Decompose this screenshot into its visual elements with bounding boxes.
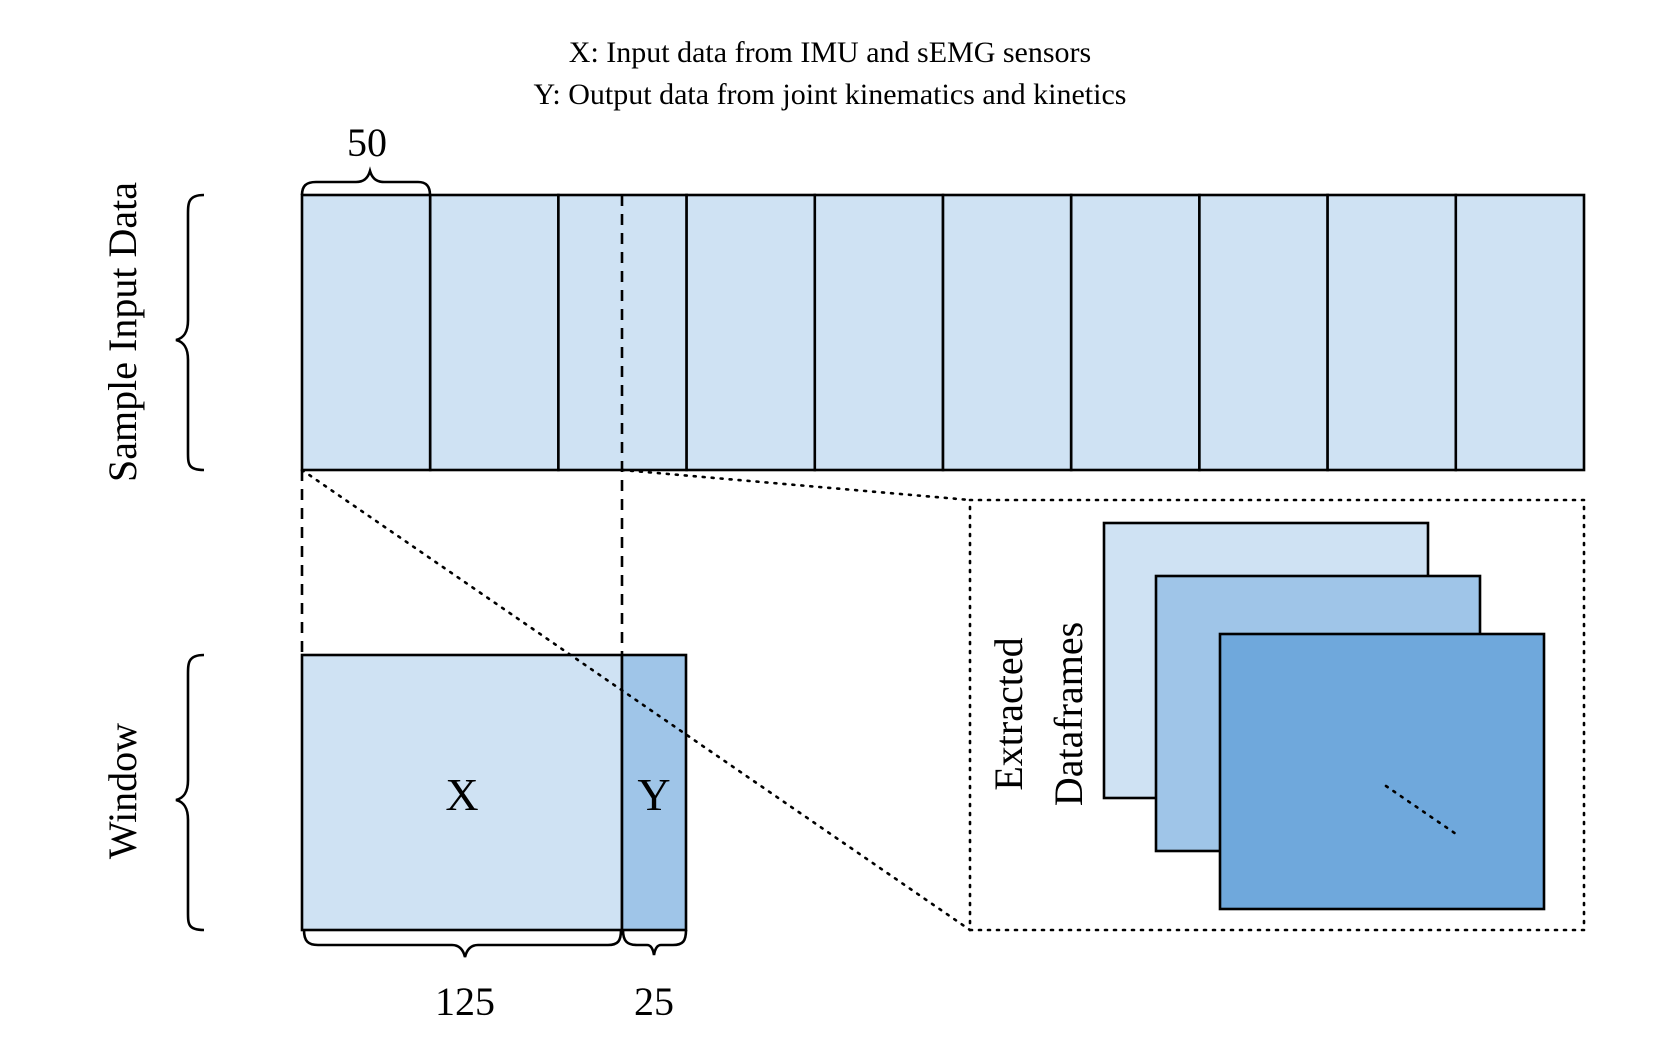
caption-x: X: Input data from IMU and sEMG sensors xyxy=(569,36,1091,69)
y-width-label: 25 xyxy=(634,979,674,1024)
sample-input-segment xyxy=(1198,193,1329,472)
frames-label-line1: Extracted xyxy=(986,637,1031,790)
segment-size-label: 50 xyxy=(347,120,387,165)
sample-input-segments xyxy=(300,193,1586,472)
window-brace xyxy=(175,653,205,932)
sample-input-segment xyxy=(685,193,817,472)
frames-label-line2: Dataframes xyxy=(1046,622,1091,806)
sample-input-brace xyxy=(175,193,205,472)
projection-line-bottom xyxy=(300,468,972,932)
x-width-brace xyxy=(302,929,623,958)
projection-line-top xyxy=(620,468,972,502)
caption-y: Y: Output data from joint kinematics and… xyxy=(534,78,1127,111)
sample-input-segment xyxy=(1069,193,1201,472)
sample-input-segment xyxy=(813,193,945,472)
frames-ellipsis xyxy=(1384,784,1458,836)
segment-brace xyxy=(300,166,432,196)
y-width-brace xyxy=(621,929,688,956)
window-y-block xyxy=(620,653,688,932)
x-width-label: 125 xyxy=(435,979,495,1024)
window-x-block xyxy=(300,653,624,932)
sample-input-segment xyxy=(1454,193,1586,472)
extracted-frames-box xyxy=(968,498,1586,932)
sample-input-segment xyxy=(300,193,432,472)
sample-input-segment xyxy=(1326,193,1458,472)
sample-input-label: Sample Input Data xyxy=(100,182,145,482)
dataframe-3 xyxy=(1218,632,1546,911)
sample-input-segment xyxy=(941,193,1073,472)
sample-input-segment xyxy=(428,193,560,472)
window-y-label: Y xyxy=(637,769,670,820)
window-x-label: X xyxy=(445,769,478,820)
window-label: Window xyxy=(100,723,145,859)
